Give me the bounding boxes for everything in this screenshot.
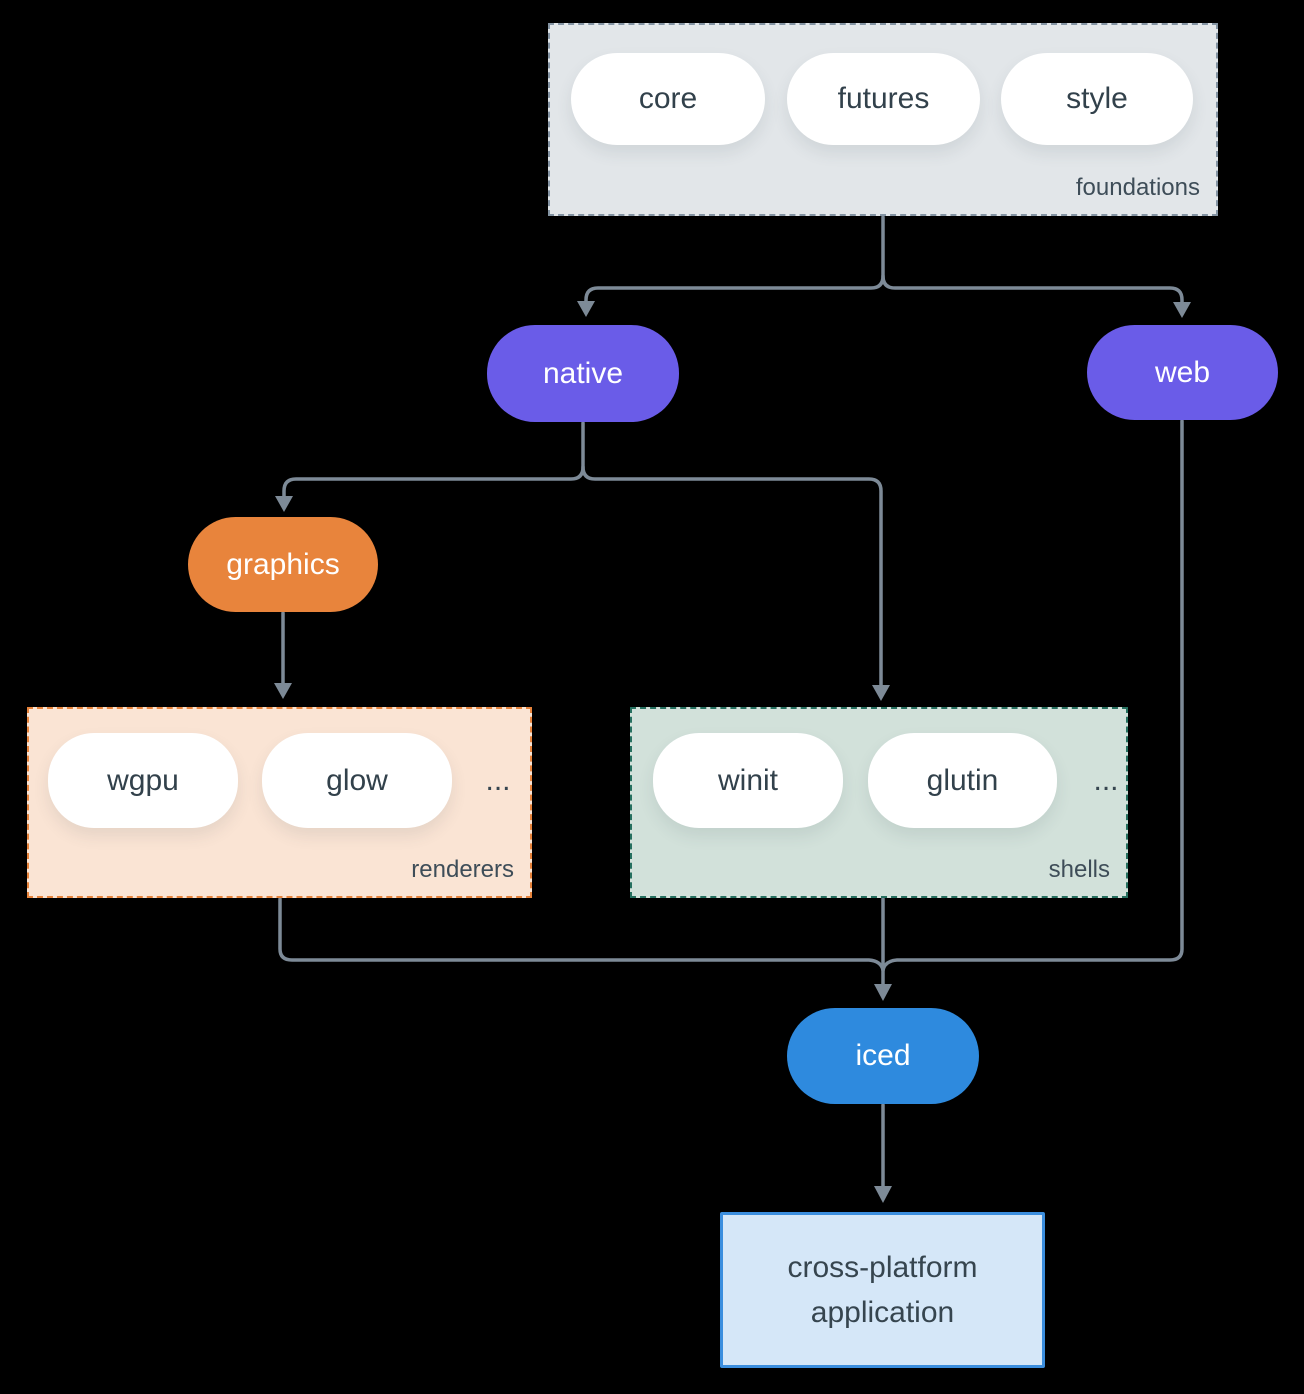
group-foundations: core futures style foundations (548, 23, 1218, 216)
node-glutin: glutin (868, 733, 1057, 828)
node-web: web (1087, 325, 1278, 420)
node-graphics: graphics (188, 517, 378, 612)
arrowhead-web (1173, 302, 1191, 318)
node-winit: winit (653, 733, 843, 828)
arrowhead-shells (872, 685, 890, 701)
node-core: core (571, 53, 765, 145)
node-cross-platform-application: cross-platform application (720, 1212, 1045, 1368)
edge-foundations-native (584, 215, 885, 304)
edge-native-graphics (282, 421, 585, 498)
group-shells: winit glutin ... shells (630, 707, 1128, 898)
renderers-ellipsis: ... (485, 763, 511, 797)
arrowhead-iced (874, 984, 892, 1001)
node-iced: iced (787, 1008, 979, 1104)
node-native: native (487, 325, 679, 422)
group-renderers-label: renderers (411, 856, 514, 883)
edge-native-shells (581, 465, 883, 687)
group-foundations-label: foundations (1075, 174, 1200, 201)
arrowhead-graphics (275, 496, 293, 512)
arrowhead-renderers (274, 683, 292, 699)
shells-ellipsis: ... (1093, 763, 1119, 797)
group-shells-label: shells (1048, 856, 1110, 883)
edge-foundations-web (881, 274, 1184, 305)
node-wgpu: wgpu (48, 733, 238, 828)
node-futures: futures (787, 53, 980, 145)
node-style: style (1001, 53, 1193, 145)
arrowhead-native (577, 301, 595, 317)
edge-renderers-iced (278, 897, 885, 972)
group-renderers: wgpu glow ... renderers (27, 707, 532, 898)
application-label-line1: cross-platform (787, 1251, 978, 1284)
arrowhead-application (874, 1186, 892, 1203)
node-glow: glow (262, 733, 452, 828)
application-label-line2: application (810, 1296, 955, 1329)
